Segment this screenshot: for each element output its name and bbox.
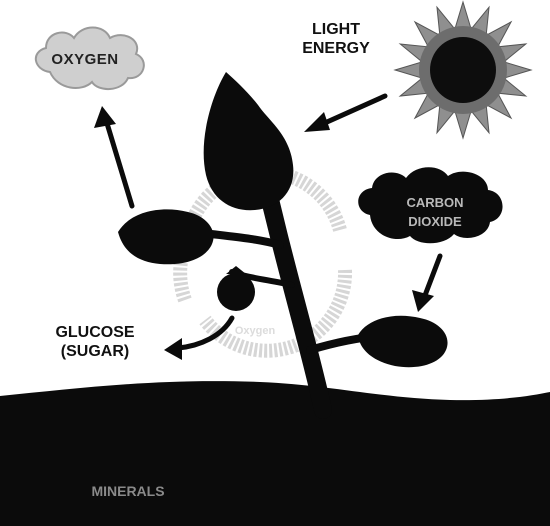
top-leaf — [204, 72, 294, 210]
carbon-dioxide-label: CARBON DIOXIDE — [370, 193, 500, 231]
sun-icon — [395, 2, 531, 138]
glucose-label: GLUCOSE (SUGAR) — [40, 323, 150, 361]
ground — [0, 381, 550, 526]
light-energy-label: LIGHT ENERGY — [288, 20, 384, 58]
left-leaf — [118, 209, 214, 264]
oxygen-label: OXYGEN — [30, 50, 140, 69]
minerals-label: MINERALS — [68, 482, 188, 501]
cycle-label: Oxygen — [215, 322, 295, 341]
fruit-icon — [217, 266, 255, 311]
right-leaf — [358, 316, 448, 367]
